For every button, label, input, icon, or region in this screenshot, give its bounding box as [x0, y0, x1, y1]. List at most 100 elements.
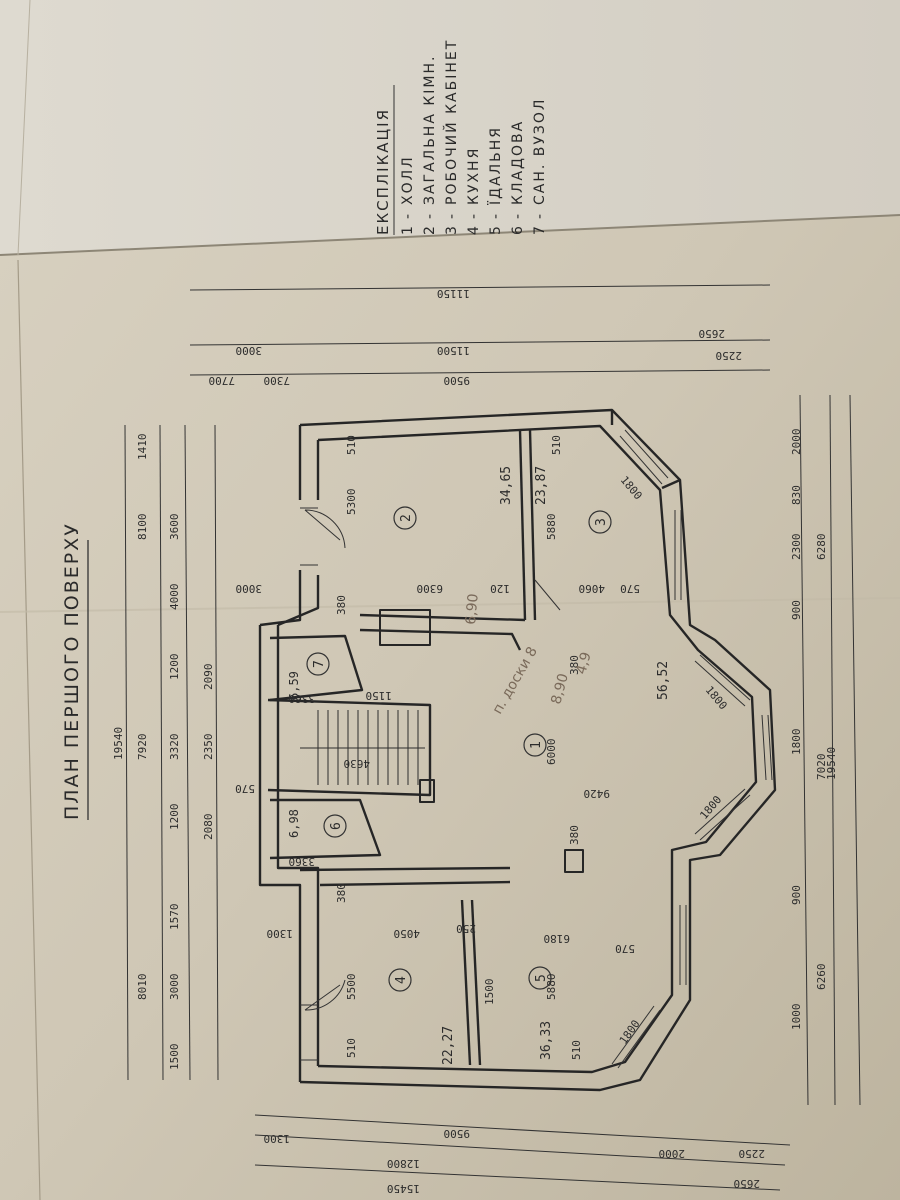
dim-wall-570-c: 570 — [235, 782, 255, 795]
dim-top-a: 11150 — [437, 287, 470, 300]
dim-right-e: 2300 — [790, 534, 803, 561]
svg-text:-: - — [444, 212, 460, 219]
dim-top-f: 2250 — [716, 349, 743, 362]
legend-item-5: ЇДАЛЬНЯ — [486, 126, 504, 205]
legend-num-3: 3 — [444, 224, 460, 235]
dim-left-e: 1500 — [168, 1044, 181, 1071]
legend-num-4: 4 — [466, 224, 482, 235]
dim-room-w1: 6300 — [417, 582, 444, 595]
dim-left-h: 1410 — [136, 434, 149, 461]
room-6: 6 6,98 — [287, 809, 347, 838]
room-5-area: 36,33 — [539, 1021, 554, 1060]
dim-left-i: 4000 — [168, 584, 181, 611]
dim-left-m: 2090 — [202, 664, 215, 691]
dim-right-a: 6280 — [815, 534, 828, 561]
dim-wall-510-c: 510 — [570, 1040, 583, 1060]
room-2: 2 34,65 — [393, 466, 514, 530]
dim-wall-380-c: 380 — [568, 825, 581, 845]
dim-left-b: 3320 — [168, 734, 181, 761]
legend-num-6: 6 — [510, 224, 526, 235]
dim-bottom-c: 9500 — [444, 1127, 471, 1140]
dim-wall-1300: 1300 — [267, 927, 294, 940]
overlap-sheet — [0, 0, 900, 255]
room-6-num: 6 — [329, 822, 344, 830]
fold-line — [17, 259, 41, 1200]
plan-title-group: ПЛАН ПЕРШОГО ПОВЕРХУ — [61, 522, 89, 820]
pencil-note-2: 8,90 — [548, 672, 572, 706]
dim-wall-510-a: 510 — [345, 1038, 358, 1058]
dim-right-c: 6260 — [815, 964, 828, 991]
dim-right-b: 7020 — [815, 754, 828, 781]
room-5: 5 36,33 — [528, 966, 554, 1060]
dim-left-c: 8010 — [136, 974, 149, 1001]
dim-wall-1200-b: 1200 — [168, 804, 181, 831]
dim-room-w8: 5500 — [345, 974, 358, 1001]
dim-left-total: 19540 — [112, 727, 125, 760]
room-6-area: 6,98 — [287, 809, 301, 838]
dim-top-d: 3000 — [236, 344, 263, 357]
dim-bottom-a: 15450 — [387, 1182, 420, 1195]
dim-wall-1150: 1150 — [366, 689, 393, 702]
room-markers: 1 56,52 2 34,65 3 23,87 4 22,27 5 36,33 … — [287, 466, 671, 1065]
dim-left-l: 2080 — [202, 814, 215, 841]
pencil-note-4: 6,90 — [463, 593, 482, 625]
dim-wall-570-a: 570 — [620, 582, 640, 595]
dim-right-total: 19540 — [825, 747, 838, 780]
legend-num-5: 5 — [488, 224, 504, 235]
dim-wall-510-d: 510 — [550, 435, 563, 455]
legend-item-2: ЗАГАЛЬНА КІМН. — [422, 55, 438, 205]
dim-top-c: 9500 — [444, 374, 471, 387]
dim-wall-120: 120 — [490, 582, 510, 595]
svg-text:-: - — [532, 212, 548, 219]
dim-bottom-b: 12800 — [387, 1157, 420, 1170]
dim-wall-510-b: 510 — [345, 435, 358, 455]
legend-item-3: РОБОЧИЙ КАБІНЕТ — [442, 39, 460, 205]
dim-bottom-d: 2650 — [734, 1177, 761, 1190]
dim-top-e: 2650 — [699, 327, 726, 340]
legend-item-6: КЛАДОВА — [510, 120, 526, 205]
sheet-edge — [0, 214, 900, 256]
room-3-area: 23,87 — [534, 466, 549, 505]
room-5-num: 5 — [534, 974, 549, 982]
pencil-note-3: 4,9 — [573, 650, 594, 676]
dim-wall-250: 250 — [456, 922, 476, 935]
room-1: 1 56,52 — [523, 661, 671, 757]
dim-wall-1000: 1000 — [790, 1004, 803, 1031]
dim-room-w13: 3360 — [289, 692, 316, 705]
dim-left-g: 3600 — [168, 514, 181, 541]
room-1-num: 1 — [529, 741, 544, 749]
svg-text:-: - — [422, 212, 438, 219]
legend-item-7: САН. ВУЗОЛ — [532, 98, 548, 205]
legend-num-1: 1 — [400, 224, 416, 235]
dim-right-f: 1800 — [790, 729, 803, 756]
dim-top-h: 7700 — [209, 374, 236, 387]
room-4-num: 4 — [394, 976, 409, 984]
room-2-area: 34,65 — [499, 466, 514, 505]
svg-text:-: - — [488, 212, 504, 219]
dim-room-w6: 9420 — [584, 787, 611, 800]
dim-room-w12: 3360 — [289, 855, 316, 868]
legend-item-1: ХОЛЛ — [400, 155, 416, 205]
dim-wall-1200-a: 1200 — [168, 654, 181, 681]
legend-num-7: 7 — [532, 224, 548, 235]
svg-text:-: - — [510, 212, 526, 219]
dim-room-w4: 5880 — [545, 514, 558, 541]
walls — [258, 408, 777, 1092]
dim-wall-3000: 3000 — [236, 582, 263, 595]
room-2-num: 2 — [399, 514, 414, 522]
legend: ЕКСПЛІКАЦІЯ 1 - ХОЛЛ 2 - ЗАГАЛЬНА КІМН. … — [374, 39, 548, 235]
legend-num-2: 2 — [422, 224, 438, 235]
dim-wall-830: 830 — [790, 485, 803, 505]
dim-room-w11: 4630 — [344, 757, 371, 770]
dim-room-w2: 5300 — [345, 489, 358, 516]
dim-wall-380-b: 380 — [335, 883, 348, 903]
staircase — [300, 710, 425, 785]
svg-text:-: - — [466, 212, 482, 219]
legend-heading: ЕКСПЛІКАЦІЯ — [374, 108, 392, 235]
windows — [300, 429, 773, 1069]
dim-left-j: 1570 — [168, 904, 181, 931]
dim-top-g: 7300 — [264, 374, 291, 387]
legend-dash-1: - — [400, 212, 416, 219]
